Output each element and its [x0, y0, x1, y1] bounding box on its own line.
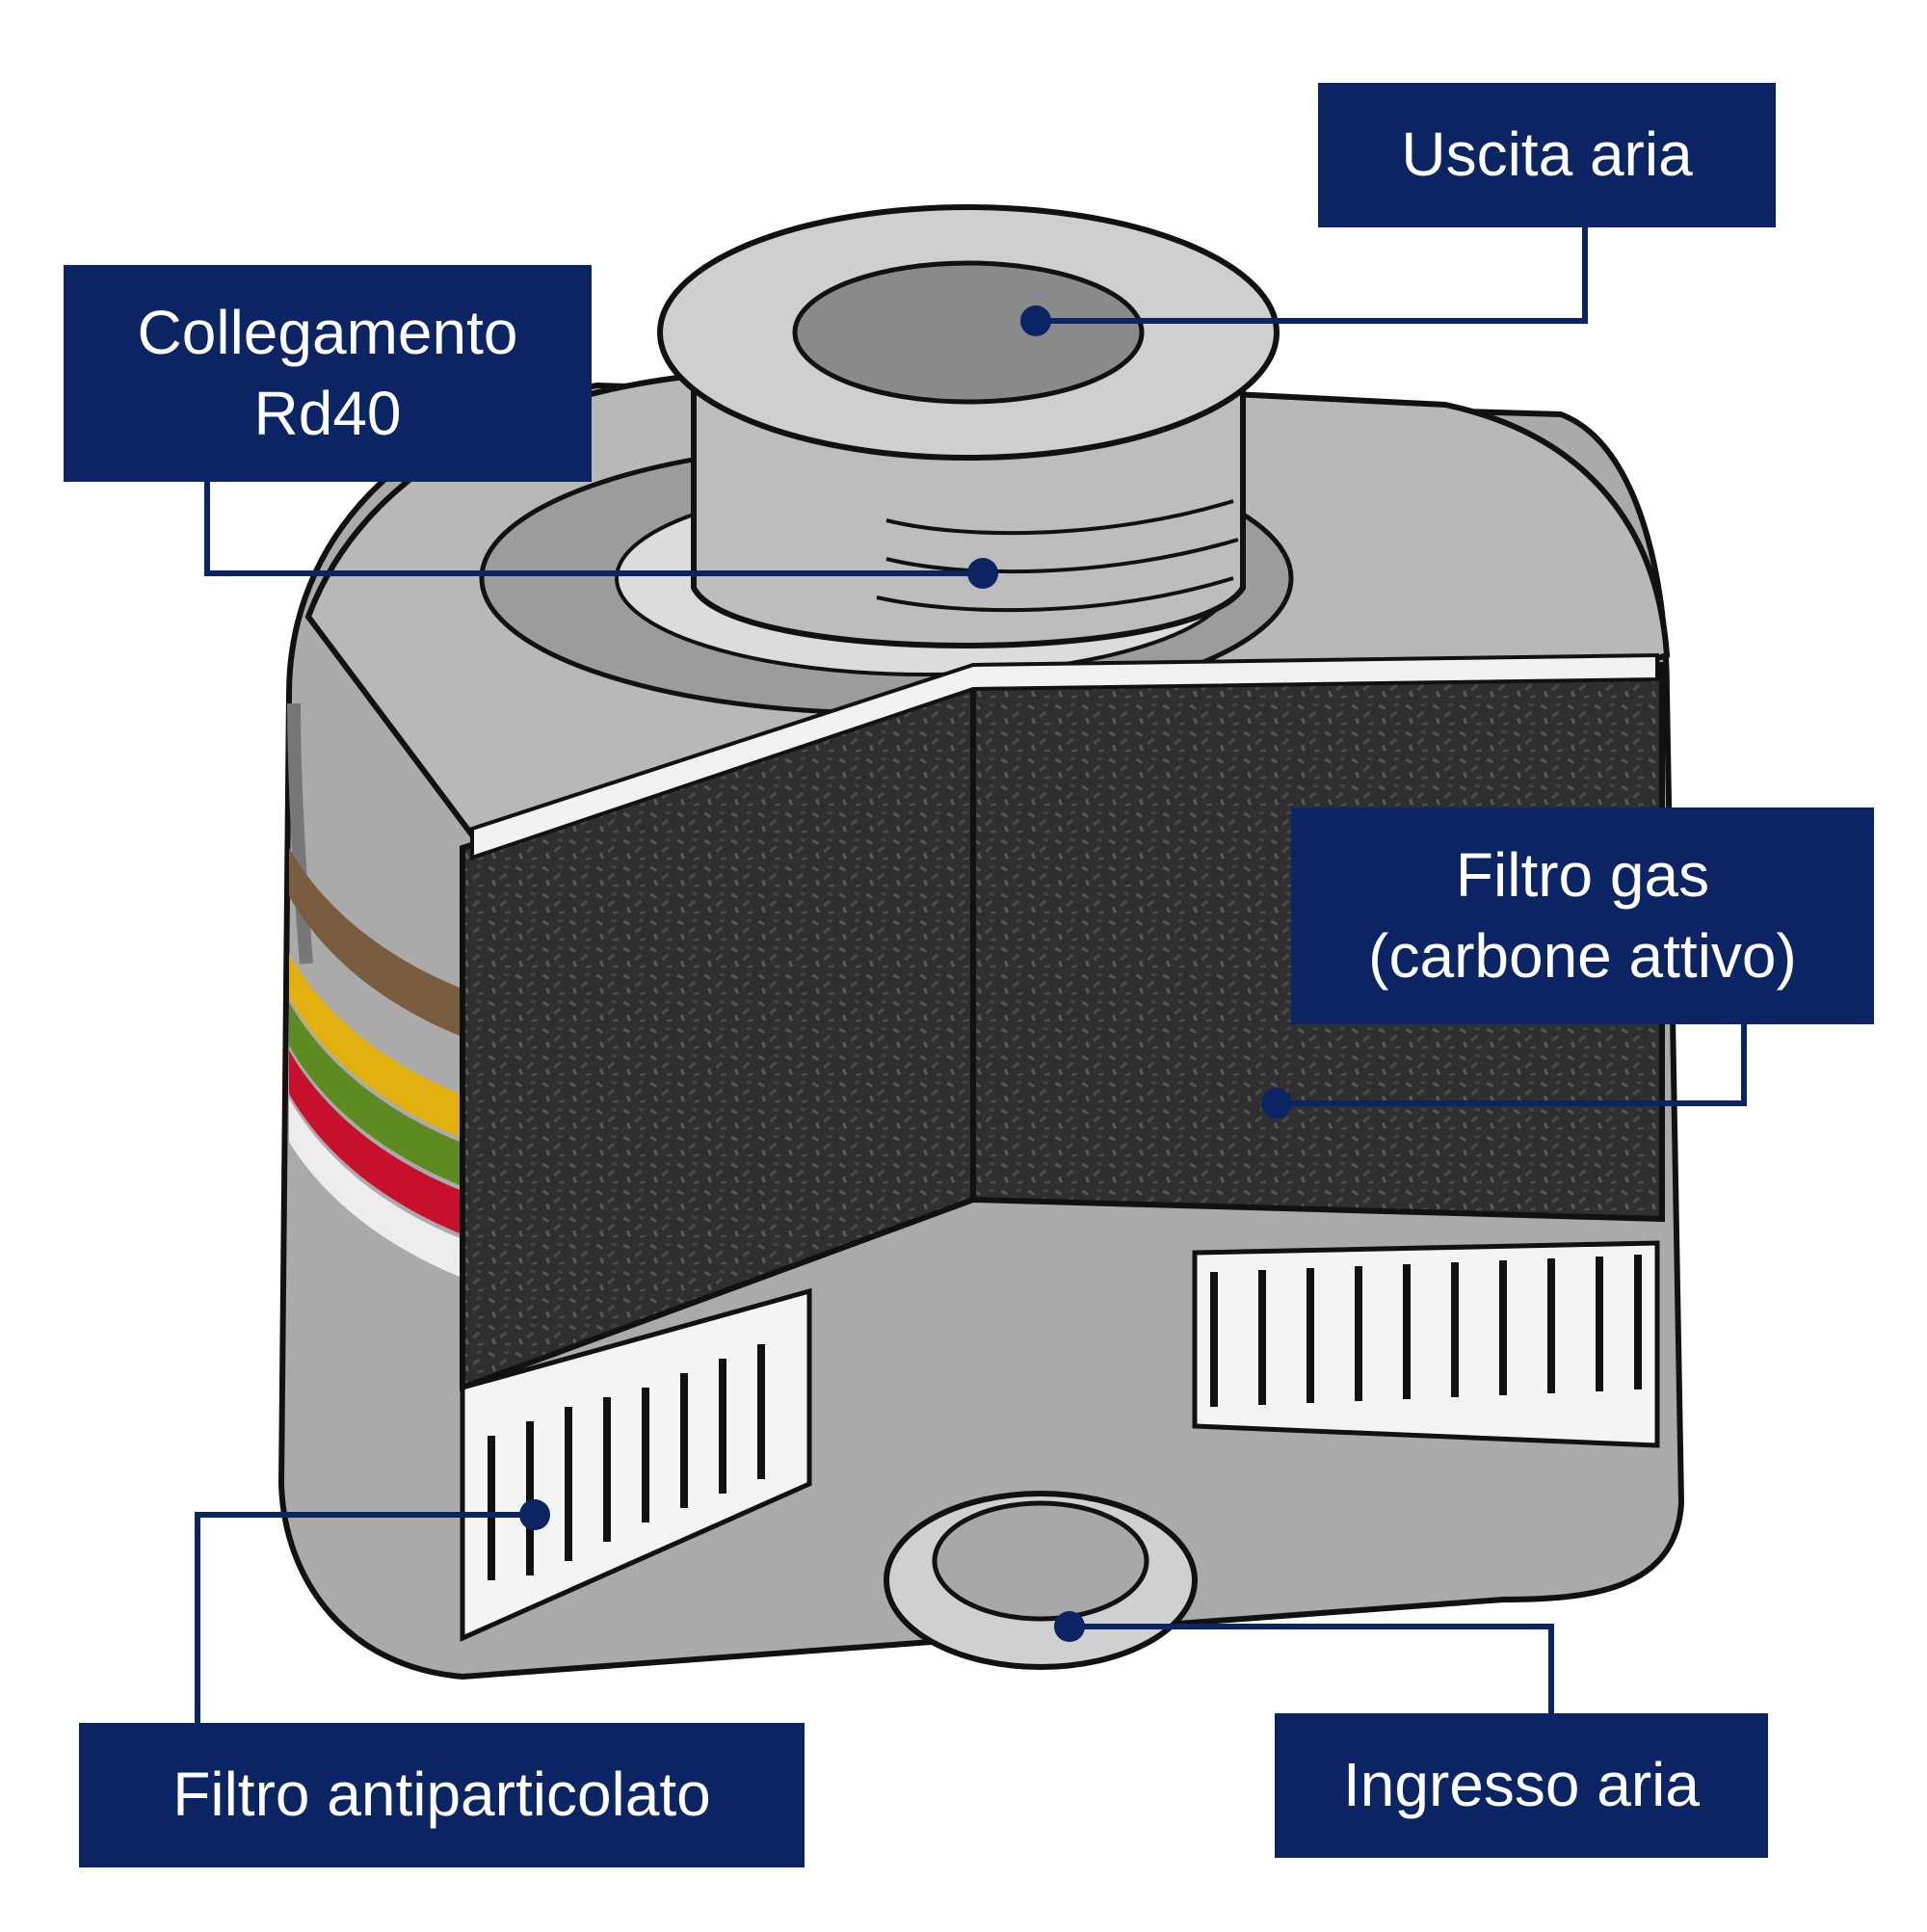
label-inlet: Ingresso aria [1275, 1713, 1768, 1858]
leader-inlet [1069, 1624, 1554, 1715]
leader-outlet [1036, 226, 1588, 324]
label-inlet-text: Ingresso aria [1343, 1750, 1700, 1820]
dot-particle-filter [519, 1499, 550, 1530]
leader-lines [195, 226, 1747, 1725]
label-connection-line2: Rd40 [253, 378, 402, 448]
leader-particle-filter [195, 1512, 535, 1725]
bottom-inlet [884, 1491, 1198, 1670]
label-connection-line1: Collegamento [137, 298, 518, 368]
label-connection: Collegamento Rd40 [64, 265, 592, 482]
pleated-particle-filter [460, 1240, 1660, 1642]
color-bands [289, 848, 472, 1282]
label-particle-filter-text: Filtro antiparticolato [172, 1760, 711, 1830]
label-particle-filter: Filtro antiparticolato [79, 1723, 805, 1867]
label-outlet-text: Uscita aria [1401, 119, 1693, 190]
dot-inlet [1054, 1611, 1085, 1642]
label-gas-filter: Filtro gas (carbone attivo) [1291, 807, 1874, 1024]
label-gas-filter-line2: (carbone attivo) [1368, 920, 1797, 991]
label-gas-filter-line1: Filtro gas [1455, 840, 1710, 911]
dot-connection [967, 558, 998, 589]
leader-connection [204, 482, 983, 576]
label-outlet: Uscita aria [1318, 83, 1776, 227]
dot-gas-filter [1261, 1088, 1292, 1119]
leader-dots [519, 305, 1292, 1642]
dot-outlet [1020, 305, 1051, 336]
threaded-outlet [657, 204, 1280, 648]
leader-gas-filter [1277, 1021, 1747, 1106]
